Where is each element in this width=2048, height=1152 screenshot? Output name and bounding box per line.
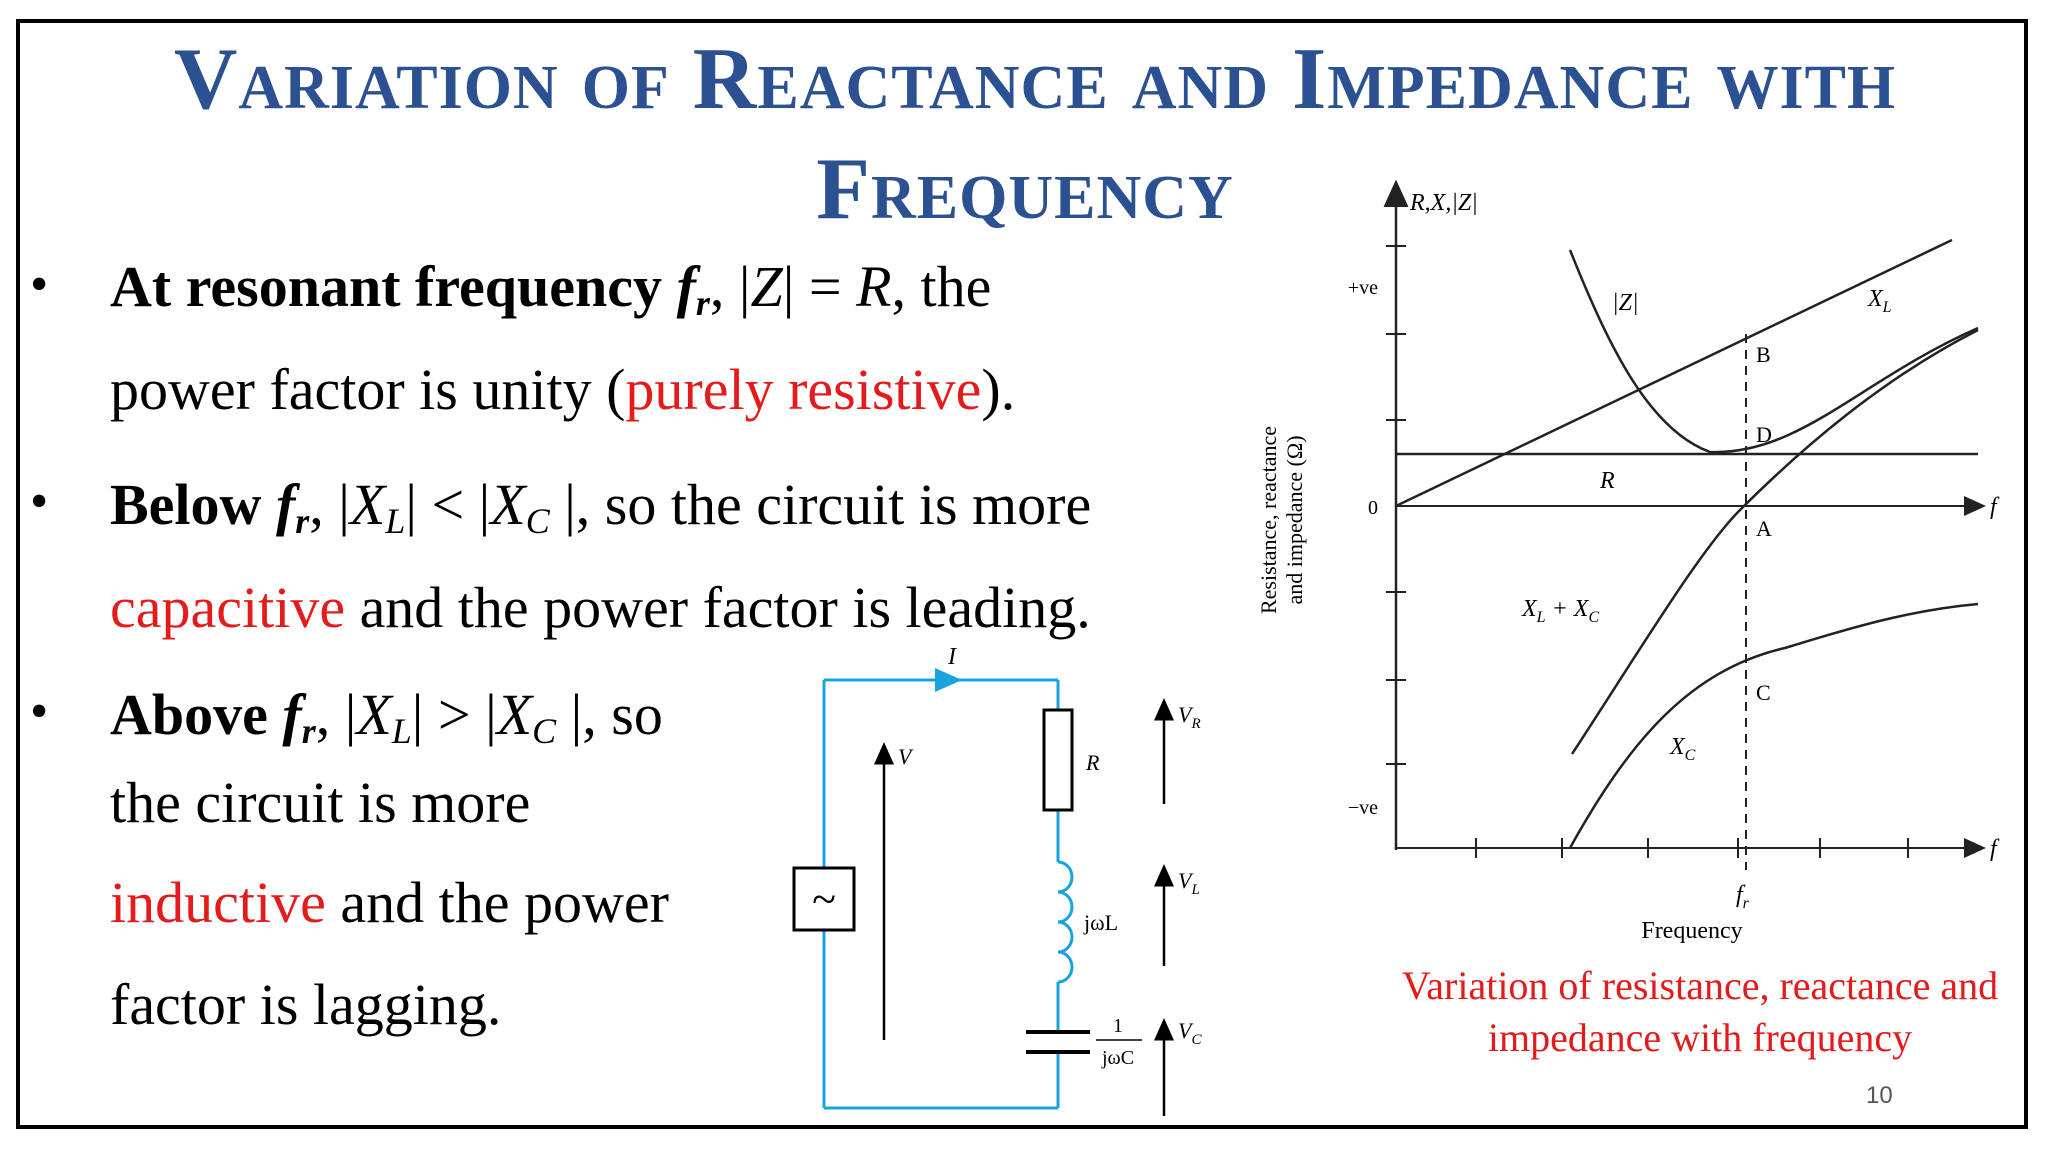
label-xl-plus-xc: XL + XC bbox=[1521, 596, 1599, 626]
label-xl: XL bbox=[1867, 286, 1892, 316]
current-label: I bbox=[947, 644, 957, 670]
curve-xl bbox=[1395, 238, 1953, 508]
fr-label: fr bbox=[1736, 882, 1750, 912]
inductor bbox=[1057, 860, 1074, 984]
bullet-2-line-2: capacitive and the power factor is leadi… bbox=[110, 575, 1091, 640]
slide-title-line2: Frequency bbox=[816, 141, 1234, 238]
inductor-label: jωL bbox=[1083, 910, 1118, 935]
figure-caption-line2: impedance with frequency bbox=[1487, 1015, 1913, 1060]
capacitor-label-num: 1 bbox=[1113, 1015, 1123, 1037]
label-r: R bbox=[1599, 468, 1615, 494]
ac-source-symbol: ~ bbox=[812, 875, 836, 924]
x-axis-label: f bbox=[1990, 494, 2000, 520]
curve-xl-plus-xc bbox=[1570, 328, 1979, 755]
point-c: C bbox=[1756, 680, 1771, 705]
zero-label: 0 bbox=[1368, 497, 1378, 519]
curve-z bbox=[1568, 249, 1979, 454]
reactance-impedance-graph: R,X,|Z| +ve 0 −ve f f fr Frequency Resis… bbox=[1256, 180, 2000, 944]
vr-label: VR bbox=[1178, 702, 1201, 732]
bullet-3-line-2: the circuit is more bbox=[110, 770, 531, 835]
bullet-marker-1: • bbox=[30, 256, 49, 313]
bullet-2-line-1: Below fr, |XL| < |XC |, so the circuit i… bbox=[110, 472, 1092, 541]
bullet-3-line-4: factor is lagging. bbox=[110, 972, 502, 1037]
y-axis-label: R,X,|Z| bbox=[1409, 190, 1478, 216]
minus-ve-label: −ve bbox=[1348, 797, 1378, 819]
capacitor bbox=[1026, 1030, 1090, 1054]
resistor bbox=[1042, 708, 1074, 812]
label-z: |Z| bbox=[1612, 290, 1639, 316]
vc-label: VC bbox=[1178, 1018, 1202, 1048]
point-a: A bbox=[1756, 516, 1772, 541]
resistor-label: R bbox=[1085, 750, 1100, 775]
capacitor-label-den: jωC bbox=[1101, 1047, 1134, 1069]
y-axis-title-line1: Resistance, reactance bbox=[1256, 426, 1281, 614]
bullet-1-line-1: At resonant frequency fr, |Z| = R, the bbox=[110, 254, 992, 323]
point-b: B bbox=[1756, 342, 1771, 367]
x-axis-ticks bbox=[1475, 838, 1909, 858]
figure-caption-line1: Variation of resistance, reactance and bbox=[1401, 963, 1999, 1008]
circuit-wires bbox=[822, 668, 1060, 1110]
slide-frame bbox=[16, 19, 2028, 1129]
bullet-3-line-3: inductive and the power bbox=[110, 870, 669, 935]
ac-source bbox=[792, 866, 856, 932]
voltage-label: V bbox=[898, 744, 914, 769]
plus-ve-label: +ve bbox=[1348, 277, 1378, 299]
bullet-1-line-2: power factor is unity (purely resistive)… bbox=[110, 357, 1016, 422]
y-axis-ticks bbox=[1386, 245, 1406, 765]
slide-title-line1: Variation of Reactance and Impedance wit… bbox=[173, 31, 1897, 128]
x-axis-title: Frequency bbox=[1641, 918, 1742, 944]
label-xc: XC bbox=[1669, 734, 1696, 764]
bullet-marker-3: • bbox=[30, 683, 49, 740]
curve-xc bbox=[1568, 602, 1979, 849]
y-axis-title-line2: and impedance (Ω) bbox=[1282, 435, 1307, 604]
vl-label: VL bbox=[1178, 868, 1200, 898]
point-d: D bbox=[1756, 422, 1772, 447]
x-axis-label-bottom: f bbox=[1990, 836, 2000, 862]
bullet-marker-2: • bbox=[30, 473, 49, 530]
series-rlc-circuit: ~ I V R jωL 1 jωC VR VL VC bbox=[792, 644, 1202, 1116]
page-number: 10 bbox=[1866, 1082, 1893, 1109]
bullet-3-line-1: Above fr, |XL| > |XC |, so bbox=[110, 682, 663, 751]
